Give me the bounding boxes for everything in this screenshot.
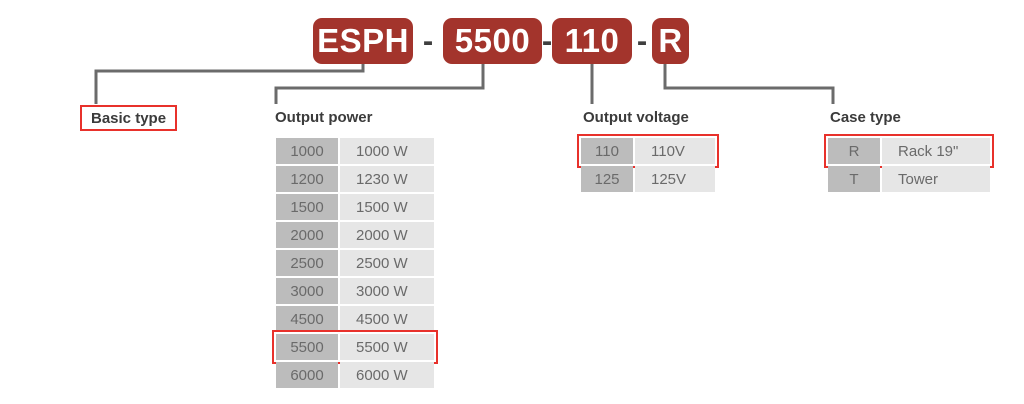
- section-label-case-type: Case type: [830, 109, 901, 126]
- option-code: 1200: [276, 166, 338, 192]
- option-code: 1000: [276, 138, 338, 164]
- option-description: 2000 W: [340, 222, 434, 248]
- section-label-output-power: Output power: [275, 109, 373, 126]
- badge-basic-type[interactable]: ESPH: [313, 18, 413, 64]
- option-description: 125V: [635, 166, 715, 192]
- part-number-row: ESPH - 5500 - 110 - R: [0, 18, 1024, 66]
- option-code: 1500: [276, 194, 338, 220]
- option-description: 2500 W: [340, 250, 434, 276]
- option-code: R: [828, 138, 880, 164]
- option-description: 5500 W: [340, 334, 434, 360]
- option-code: 6000: [276, 362, 338, 388]
- option-description: 1000 W: [340, 138, 434, 164]
- part-number-separator-1: -: [422, 23, 434, 58]
- section-label-basic-type: Basic type: [80, 105, 178, 131]
- option-code: 125: [581, 166, 633, 192]
- option-description: 1500 W: [340, 194, 434, 220]
- badge-output-voltage[interactable]: 110: [552, 18, 632, 64]
- connector-basic-type: [94, 64, 365, 104]
- part-number-separator-2: -: [541, 23, 553, 58]
- option-code: 5500: [276, 334, 338, 360]
- connector-case-type: [663, 64, 835, 104]
- option-code: 110: [581, 138, 633, 164]
- option-description: Tower: [882, 166, 990, 192]
- option-code: 2500: [276, 250, 338, 276]
- option-code: T: [828, 166, 880, 192]
- option-description: 110V: [635, 138, 715, 164]
- option-code: 4500: [276, 306, 338, 332]
- badge-case-type[interactable]: R: [652, 18, 689, 64]
- option-description: 4500 W: [340, 306, 434, 332]
- option-code: 2000: [276, 222, 338, 248]
- connector-output-power: [274, 64, 485, 104]
- option-description: 3000 W: [340, 278, 434, 304]
- option-code: 3000: [276, 278, 338, 304]
- section-label-output-voltage: Output voltage: [583, 109, 689, 126]
- option-description: Rack 19": [882, 138, 990, 164]
- part-number-separator-3: -: [636, 23, 648, 58]
- option-description: 1230 W: [340, 166, 434, 192]
- badge-output-power[interactable]: 5500: [443, 18, 542, 64]
- option-description: 6000 W: [340, 362, 434, 388]
